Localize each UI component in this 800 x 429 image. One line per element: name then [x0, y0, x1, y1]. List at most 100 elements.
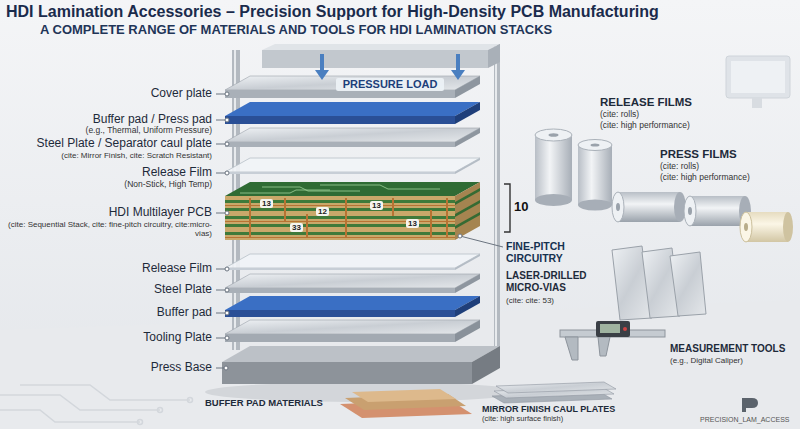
background [752, 98, 762, 108]
leader-line [225, 171, 229, 175]
part-label: Buffer pad [4, 306, 212, 320]
buffer-pad-sheets [352, 389, 456, 402]
release-film-roll [549, 133, 559, 137]
product-note: (cite: high performance) [600, 121, 720, 131]
product-label: MEASUREMENT TOOLS [670, 343, 796, 355]
product-note: (e.g., Digital Caliper) [670, 356, 796, 365]
part-label: Steel Plate [4, 283, 212, 297]
hdi-pcb [345, 198, 347, 238]
leader-line [225, 311, 229, 315]
part-note: (Non-Stick, High Temp) [4, 180, 212, 190]
buffer-pad [225, 296, 480, 317]
hdi-pcb [225, 182, 480, 196]
digital-caliper [600, 324, 620, 333]
hdi-pcb [446, 198, 448, 238]
release-film-roll [578, 200, 612, 211]
press-ram [488, 44, 500, 68]
background [0, 300, 800, 429]
brand-logo [742, 398, 758, 412]
press-film-roll [688, 207, 692, 215]
part-note: (cite: Mirror Finish, cite: Scratch Resi… [4, 151, 212, 160]
part-label: Buffer pad / Press pad [4, 113, 212, 127]
press-base [222, 346, 500, 362]
cover-plate [225, 90, 455, 98]
brand-logo [742, 398, 758, 412]
buffer-pad [455, 296, 480, 317]
product-label: MIRROR FINISH CAUL PLATES [482, 404, 652, 414]
release-film [225, 254, 480, 270]
hdi-pcb [225, 208, 455, 211]
product-note: (cite: rolls) [660, 162, 790, 172]
hdi-pcb [225, 237, 455, 238]
subtitle: A COMPLETE RANGE OF MATERIALS AND TOOLS … [40, 23, 780, 38]
hdi-pcb [284, 198, 286, 222]
guide-post [494, 44, 500, 348]
hdi-pcb [240, 190, 330, 193]
callout-number: 10 [514, 200, 528, 215]
digital-caliper [598, 337, 610, 356]
steel-plate-stack [670, 252, 706, 316]
hdi-pcb [392, 198, 394, 216]
press-film-roll [690, 196, 745, 226]
release-film-roll [535, 129, 572, 141]
product-note: (cite: rolls) [600, 110, 720, 120]
feature-label: LASER-DRILLED MICRO-VIAS [506, 270, 606, 293]
part-note: (cite: Sequential Stack, cite: fine-pitc… [4, 220, 212, 238]
press-base [222, 346, 500, 384]
hdi-pcb [225, 182, 480, 240]
pressure-arrow [320, 54, 324, 72]
part-label: Release Film [4, 262, 212, 276]
buffer-pad [225, 102, 480, 116]
steel-plate [225, 274, 480, 293]
product-note: (cite: high performance) [660, 173, 790, 183]
part-label: Press Base [4, 361, 212, 375]
steel-plate [225, 128, 480, 147]
release-film-roll [578, 140, 612, 151]
hdi-pcb [249, 198, 251, 238]
press-film-roll [783, 212, 793, 242]
circuit-traces [20, 385, 190, 400]
digital-caliper [623, 327, 627, 331]
press-film-roll [744, 223, 748, 231]
leader-line [225, 92, 229, 96]
leader-line [225, 288, 229, 292]
part-label: Release Film [4, 166, 212, 180]
release-film [225, 268, 455, 270]
part-label: Steel Plate / Separator caul plate [4, 137, 212, 151]
release-film-roll [578, 145, 612, 205]
press-base [472, 346, 500, 384]
callout-number: 33 [290, 223, 303, 232]
hdi-pcb [225, 221, 455, 222]
part-label: HDI Multilayer PCB [4, 206, 212, 220]
product-note: (cite: high surface finish) [482, 415, 652, 424]
leader-line [225, 336, 229, 340]
leader-line [458, 234, 462, 238]
tooling-plate [225, 320, 480, 342]
release-film [455, 158, 480, 174]
leader-line [225, 267, 229, 271]
press-film-roll [684, 196, 696, 226]
title: HDI Lamination Accessories – Precision S… [6, 3, 794, 21]
background [726, 56, 790, 98]
release-film-roll [591, 143, 600, 146]
pressure-arrow [451, 70, 465, 80]
steel-plate [225, 128, 480, 142]
caul-plates [496, 382, 616, 393]
hdi-pcb [249, 198, 448, 238]
product-label: RELEASE FILMS [600, 96, 750, 109]
leader-line [460, 236, 503, 247]
leader-line [224, 366, 228, 370]
hdi-pcb [306, 214, 308, 238]
press-film-roll [612, 192, 624, 222]
feature-note: (cite: cite: 53) [506, 296, 606, 305]
release-film [225, 254, 480, 268]
part-label: Tooling Plate [4, 331, 212, 345]
hdi-pcb [225, 232, 455, 235]
buffer-pad [455, 102, 480, 124]
pressure-arrow [315, 54, 465, 80]
buffer-pad [225, 116, 455, 124]
circuit-traces [188, 398, 193, 403]
